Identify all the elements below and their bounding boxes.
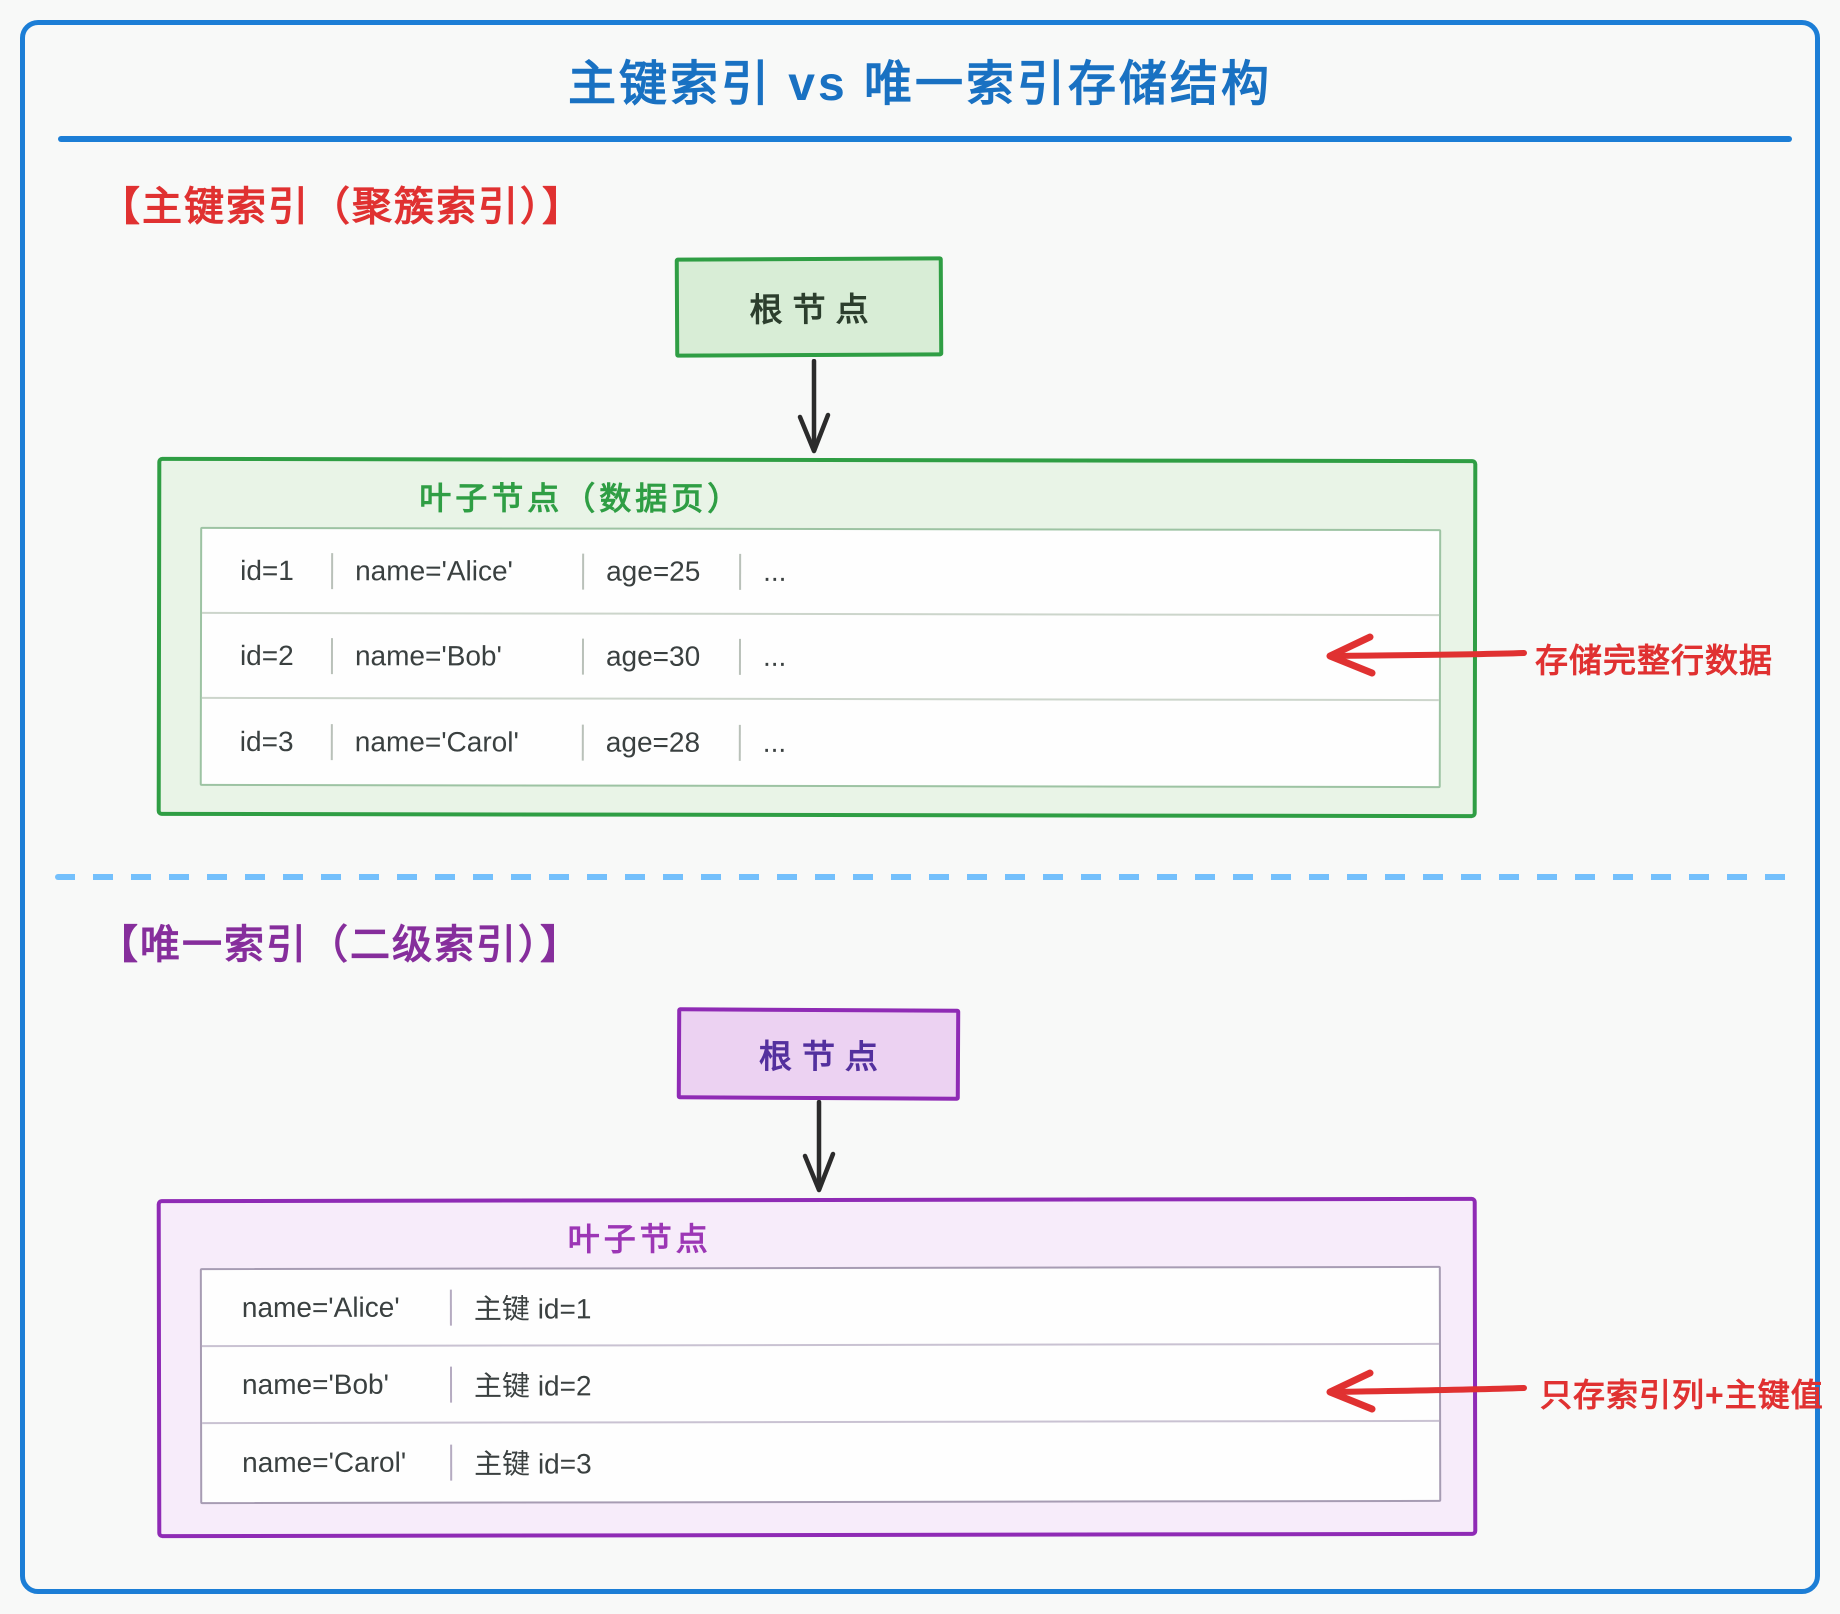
cell-age: age=30 [605,640,701,672]
cell-name: name='Carol' [242,1446,407,1478]
cell-primary-key: 主键 id=1 [473,1292,592,1325]
cell-name: name='Alice' [355,554,513,586]
unique-leaf-node-box: 叶子节点 name='Alice' 主键 id=1 name='Bob' 主键 … [156,1196,1478,1539]
section-label-primary-index: 【主键索引（聚簇索引）】 [100,185,584,229]
cell-primary-key: 主键 id=2 [474,1369,592,1402]
unique-leaf-title: 叶子节点 [567,1221,712,1258]
cell-more: ... [762,726,787,758]
cell-age: age=25 [606,555,701,587]
cell-separator [738,724,741,761]
table-row: name='Bob' 主键 id=2 [201,1344,1440,1425]
primary-leaf-node-box: 叶子节点（数据页） id=1 name='Alice' age=25 ... i… [156,456,1478,819]
left-arrow-icon [1326,1369,1527,1413]
section-divider [55,874,1795,880]
table-row: id=2 name='Bob' age=30 ... [201,613,1440,702]
outer-frame [20,20,1820,1594]
table-row: id=3 name='Carol' age=28 ... [202,699,1439,786]
cell-separator [450,1444,453,1481]
cell-id: id=1 [240,554,294,586]
cell-primary-key: 主键 id=3 [474,1447,592,1480]
cell-separator [449,1289,452,1326]
table-row: id=1 name='Alice' age=25 ... [202,528,1440,617]
primary-root-node: 根节点 [674,256,944,358]
section-label-unique-index: 【唯一索引（二级索引）】 [98,923,582,967]
cell-id: id=3 [239,725,294,757]
cell-age: age=28 [605,726,701,758]
unique-root-label: 根节点 [758,1037,889,1076]
primary-root-label: 根节点 [749,290,879,329]
down-arrow-icon [802,1100,836,1193]
cell-more: ... [763,555,787,587]
unique-root-node: 根节点 [676,1007,961,1101]
primary-data-table: id=1 name='Alice' age=25 ... id=2 name='… [199,526,1442,789]
left-arrow-icon [1326,633,1527,677]
down-arrow-icon [797,359,831,454]
cell-name: name='Bob' [354,639,502,671]
table-row: name='Alice' 主键 id=1 [201,1267,1439,1348]
primary-annotation: 存储完整行数据 [1535,642,1773,679]
unique-data-table: name='Alice' 主键 id=1 name='Bob' 主键 id=2 … [199,1265,1442,1505]
cell-separator [738,638,741,675]
cell-separator [739,553,742,590]
cell-separator [330,723,333,760]
cell-name: name='Alice' [241,1291,400,1323]
cell-separator [581,638,584,675]
cell-name: name='Bob' [242,1368,389,1400]
title-underline [58,136,1792,142]
unique-annotation: 只存索引列+主键值 [1540,1377,1824,1413]
cell-name: name='Carol' [354,725,519,757]
cell-separator [581,724,584,761]
cell-id: id=2 [239,639,294,671]
cell-separator [582,553,585,590]
cell-separator [330,637,333,674]
cell-separator [449,1366,453,1403]
cell-separator [331,552,334,589]
page-title: 主键索引 vs 唯一索引存储结构 [567,58,1273,111]
primary-leaf-title: 叶子节点（数据页） [419,480,744,517]
table-row: name='Carol' 主键 id=3 [202,1422,1439,1501]
